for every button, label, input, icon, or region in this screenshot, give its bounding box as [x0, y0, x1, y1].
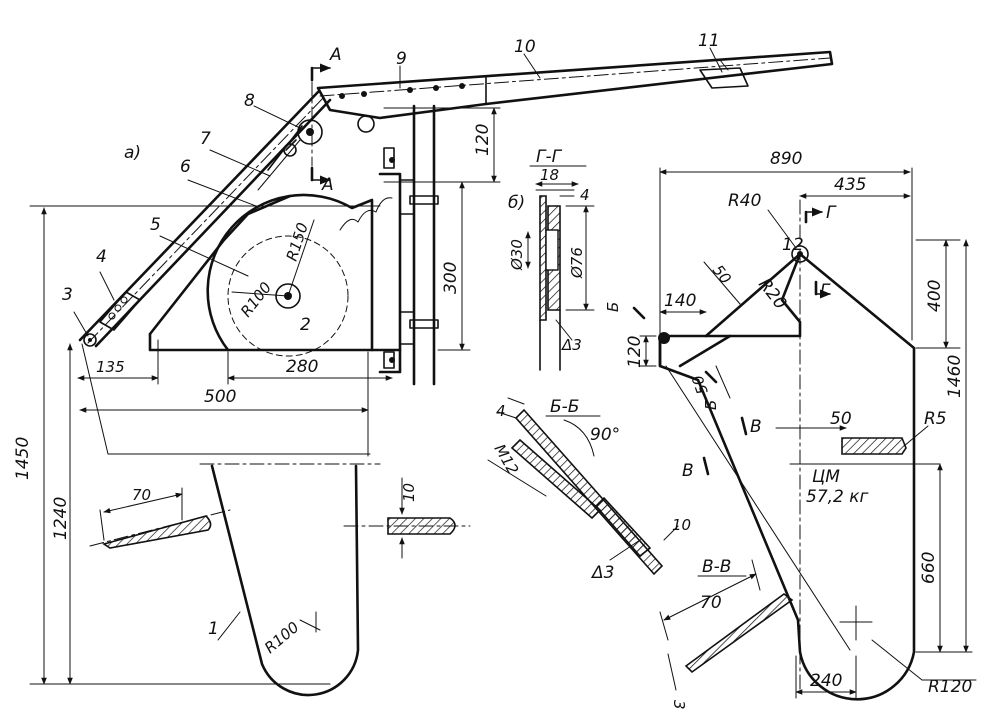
- section-g-g: б) Г-Г 18 4 Ø30 Ø76 Δ3: [508, 147, 595, 371]
- dim-r150: R150: [283, 221, 312, 264]
- post-bracket: [378, 104, 439, 386]
- vb-dim-140: 140: [664, 291, 696, 311]
- section-v-v: В-В 70 3: [659, 557, 794, 710]
- view-b-label: б): [508, 193, 525, 213]
- dim-10: 10: [400, 483, 418, 502]
- vb-dim-120: 120: [625, 336, 645, 368]
- section-vv-title: В-В: [702, 557, 731, 577]
- gg-dim-d30: Ø30: [508, 239, 526, 271]
- vb-dim-r120: R120: [928, 677, 972, 697]
- view-a-label: а): [124, 143, 141, 163]
- dim-500: 500: [204, 387, 236, 407]
- part-labels-view-a: 1 2 3 4 5 6 7 8 9 10 11: [62, 31, 723, 641]
- part-5: 5: [150, 215, 161, 235]
- boom: [316, 50, 834, 120]
- section-b-b: Б-Б 4 М12 90° Δ3 10: [487, 397, 691, 583]
- dim-1450: 1450: [13, 437, 33, 480]
- gg-dim-18: 18: [540, 166, 559, 184]
- bb-dim-4: 4: [496, 402, 506, 420]
- section-mark-v-right: В: [750, 417, 762, 437]
- section-strip-70: 70: [89, 486, 231, 549]
- part-11: 11: [698, 31, 720, 51]
- bb-dim-d3: Δ3: [590, 563, 614, 583]
- vb-dim-50b: 50: [688, 373, 711, 397]
- vb-dim-400: 400: [925, 280, 945, 312]
- part-7: 7: [200, 129, 211, 149]
- section-mark-g-bottom: Г: [820, 281, 831, 301]
- vv-dim-70: 70: [700, 593, 722, 613]
- dim-r100-drum: R100: [237, 279, 275, 321]
- section-mark-a-top: А: [329, 45, 342, 65]
- vb-mass-label: 57,2 кг: [806, 487, 869, 507]
- bb-angle-90: 90°: [590, 425, 620, 445]
- part-1: 1: [208, 619, 219, 639]
- section-mark-a-bottom: А: [321, 175, 334, 195]
- vv-dim-3: 3: [670, 700, 688, 710]
- section-strip-10: 10: [343, 477, 471, 559]
- pivot-3: [83, 333, 97, 347]
- section-mark-v-left: В: [682, 461, 694, 481]
- vb-dim-1460: 1460: [945, 355, 965, 398]
- gg-dim-d3: Δ3: [561, 336, 582, 354]
- part-4: 4: [96, 247, 107, 267]
- section-gg-title: Г-Г: [536, 147, 563, 167]
- vb-dim-r20: R20: [754, 275, 790, 314]
- part-8: 8: [244, 91, 255, 111]
- view-a: А А: [13, 31, 834, 697]
- gg-dim-d76: Ø76: [568, 247, 586, 279]
- part-3: 3: [62, 285, 73, 305]
- main-frame: [148, 193, 402, 357]
- dims-view-a: 1450 1240 135 500 280 300 120: [13, 107, 501, 685]
- view-b: 890 435 R40 12 R20 50 140 120 50 400 146…: [604, 149, 977, 701]
- vb-dim-r40: R40: [728, 191, 761, 211]
- gg-dim-4: 4: [580, 186, 590, 204]
- part-6: 6: [180, 157, 191, 177]
- plate-4: [99, 291, 141, 331]
- bb-dim-10: 10: [672, 516, 691, 534]
- part-10: 10: [514, 37, 536, 57]
- dim-70: 70: [132, 486, 151, 504]
- vb-dim-50a: 50: [709, 261, 735, 287]
- vb-dim-435: 435: [834, 175, 866, 195]
- part-9: 9: [396, 49, 407, 69]
- vb-dim-240: 240: [810, 671, 842, 691]
- section-mark-b-top: Б: [604, 302, 622, 312]
- section-bb-title: Б-Б: [550, 397, 579, 417]
- blade-1: [199, 463, 381, 697]
- vb-dim-660: 660: [919, 552, 939, 584]
- vb-part-12: 12: [782, 235, 804, 255]
- dim-300: 300: [441, 262, 461, 294]
- vb-dim-50-section: 50: [830, 409, 852, 429]
- section-mark-b-bottom: Б: [702, 400, 720, 410]
- part-2: 2: [300, 315, 311, 335]
- handle-outline: [658, 252, 916, 701]
- vb-cm-label: ЦМ: [812, 467, 840, 487]
- vb-dim-890: 890: [770, 149, 802, 169]
- dim-135: 135: [96, 358, 125, 376]
- section-mark-g-top: Г: [826, 203, 837, 223]
- dim-1240: 1240: [51, 497, 71, 540]
- dim-r100-blade: R100: [261, 618, 302, 657]
- section-a-marks: А А: [310, 45, 342, 195]
- dim-120: 120: [473, 124, 493, 156]
- dim-280: 280: [286, 357, 318, 377]
- vb-dim-r5: R5: [924, 409, 947, 429]
